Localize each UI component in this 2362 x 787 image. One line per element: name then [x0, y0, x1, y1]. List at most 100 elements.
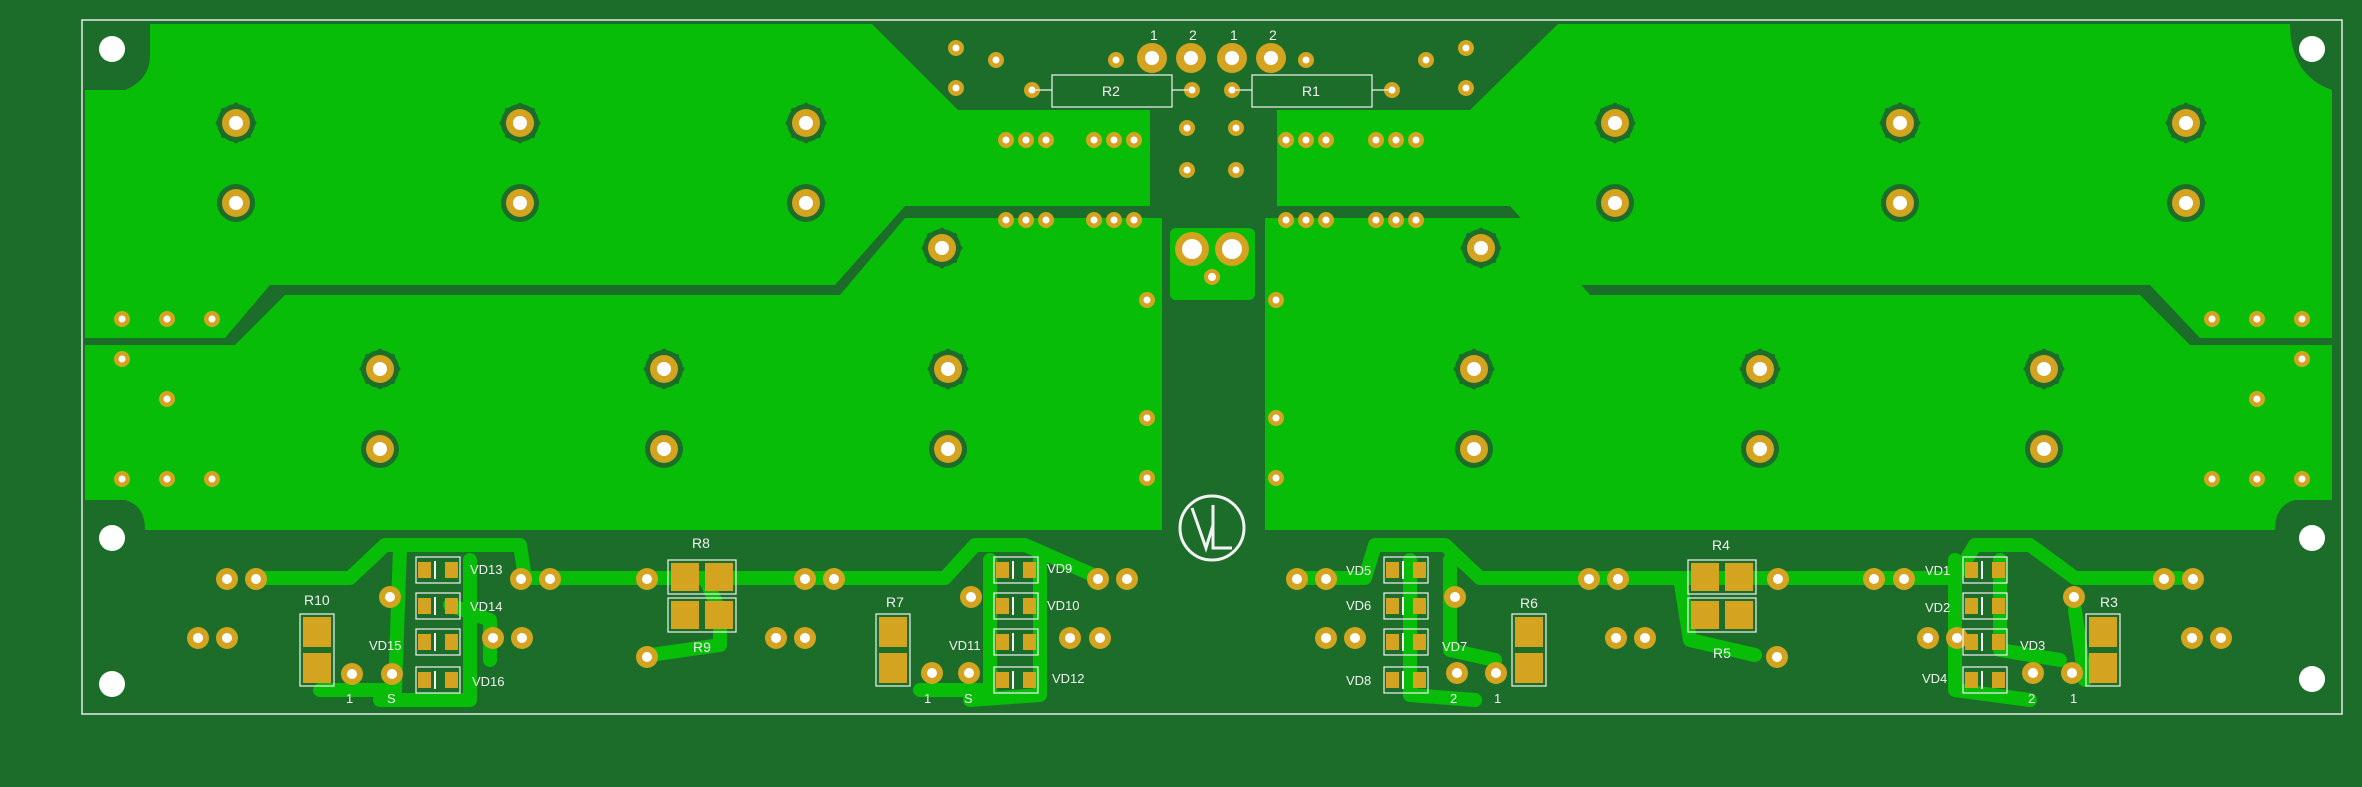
pad-drill — [222, 574, 232, 584]
r9-outline — [667, 597, 737, 633]
via-drill — [1272, 414, 1280, 422]
pad-drill — [1613, 574, 1623, 584]
diode-outline — [1962, 628, 2008, 656]
via-drill — [208, 315, 216, 323]
vl-logo — [1178, 494, 1246, 562]
via-drill — [2253, 395, 2261, 403]
diode-outline — [993, 628, 1039, 656]
thermal-relief — [1612, 102, 1618, 108]
vd1-label: VD1 — [1925, 563, 1950, 578]
r3-pad — [2089, 653, 2117, 683]
diode-outline — [415, 556, 461, 584]
thermal-relief — [1594, 120, 1600, 126]
pad-drill — [516, 574, 526, 584]
thermal-relief — [963, 366, 969, 372]
thermal-relief — [785, 120, 791, 126]
r8-pad — [671, 563, 699, 591]
pad-drill — [1893, 116, 1907, 130]
thermal-relief — [803, 138, 809, 144]
thermal-relief — [251, 120, 257, 126]
diode-pad — [1386, 672, 1399, 688]
thermal-relief — [1625, 133, 1631, 139]
thermal-relief — [1910, 107, 1916, 113]
pad-drill — [1952, 633, 1962, 643]
pad-drill — [941, 362, 955, 376]
diode-outline — [415, 628, 461, 656]
pad-drill — [1321, 574, 1331, 584]
diode-outline — [1962, 666, 2008, 694]
via-drill — [1392, 136, 1400, 144]
pad-drill — [2037, 442, 2051, 456]
thermal-relief — [220, 107, 226, 113]
thermal-relief — [504, 133, 510, 139]
pad-drill — [800, 574, 810, 584]
via-drill — [1372, 136, 1380, 144]
thermal-relief — [1599, 133, 1605, 139]
pad-drill — [488, 633, 498, 643]
diode-pad — [1965, 598, 1978, 614]
r4-pad — [1725, 563, 1753, 591]
thermal-relief — [1471, 348, 1477, 354]
thermal-relief — [803, 102, 809, 108]
via-drill — [1462, 44, 1470, 52]
pad-drill — [829, 574, 839, 584]
diode-pad — [1992, 598, 2005, 614]
pin-label: S — [964, 691, 973, 706]
pin-label: S — [387, 691, 396, 706]
r3-outline — [2085, 613, 2121, 687]
r6-outline — [1511, 613, 1547, 687]
via-drill — [1302, 56, 1310, 64]
r2-outline — [1051, 74, 1173, 108]
r7-pad — [879, 617, 907, 647]
pad-drill — [1184, 51, 1198, 65]
pad-drill — [513, 116, 527, 130]
via-drill — [1130, 216, 1138, 224]
vd15-label: VD15 — [369, 638, 402, 653]
thermal-relief — [517, 138, 523, 144]
thermal-relief — [1612, 138, 1618, 144]
thermal-relief — [952, 258, 958, 264]
pad-drill — [935, 241, 949, 255]
pad-drill — [1182, 239, 1202, 259]
pad-drill — [966, 592, 976, 602]
via-drill — [1042, 216, 1050, 224]
thermal-relief — [1739, 366, 1745, 372]
pad-drill — [1753, 362, 1767, 376]
thermal-relief — [1884, 107, 1890, 113]
via-drill — [1183, 124, 1191, 132]
pad-drill — [800, 633, 810, 643]
diode-pad — [1992, 634, 2005, 650]
thermal-relief — [1478, 227, 1484, 233]
pad-drill — [1608, 196, 1622, 210]
vd13-label: VD13 — [470, 562, 503, 577]
thermal-relief — [364, 353, 370, 359]
thermal-relief — [246, 133, 252, 139]
via-drill — [1302, 216, 1310, 224]
diode-outline — [1383, 666, 1429, 694]
via-drill — [2253, 475, 2261, 483]
thermal-relief — [2041, 384, 2047, 390]
thermal-relief — [2201, 120, 2207, 126]
r7-outline — [875, 613, 911, 687]
via-drill — [1143, 414, 1151, 422]
thermal-relief — [359, 366, 365, 372]
thermal-relief — [674, 353, 680, 359]
thermal-relief — [952, 232, 958, 238]
thermal-relief — [2054, 353, 2060, 359]
via-drill — [163, 395, 171, 403]
via-drill — [952, 84, 960, 92]
diode-pad — [1413, 562, 1426, 578]
diode-pad — [1386, 634, 1399, 650]
diode-outline — [415, 666, 461, 694]
vd9-label: VD9 — [1047, 561, 1072, 576]
diode-pad — [1023, 598, 1036, 614]
thermal-relief — [1744, 353, 1750, 359]
thermal-relief — [2023, 366, 2029, 372]
thermal-relief — [2183, 138, 2189, 144]
thermal-relief — [1465, 232, 1471, 238]
pad-drill — [2216, 633, 2226, 643]
thermal-relief — [504, 107, 510, 113]
thermal-relief — [921, 245, 927, 251]
via-drill — [1002, 136, 1010, 144]
vd12-label: VD12 — [1052, 671, 1085, 686]
